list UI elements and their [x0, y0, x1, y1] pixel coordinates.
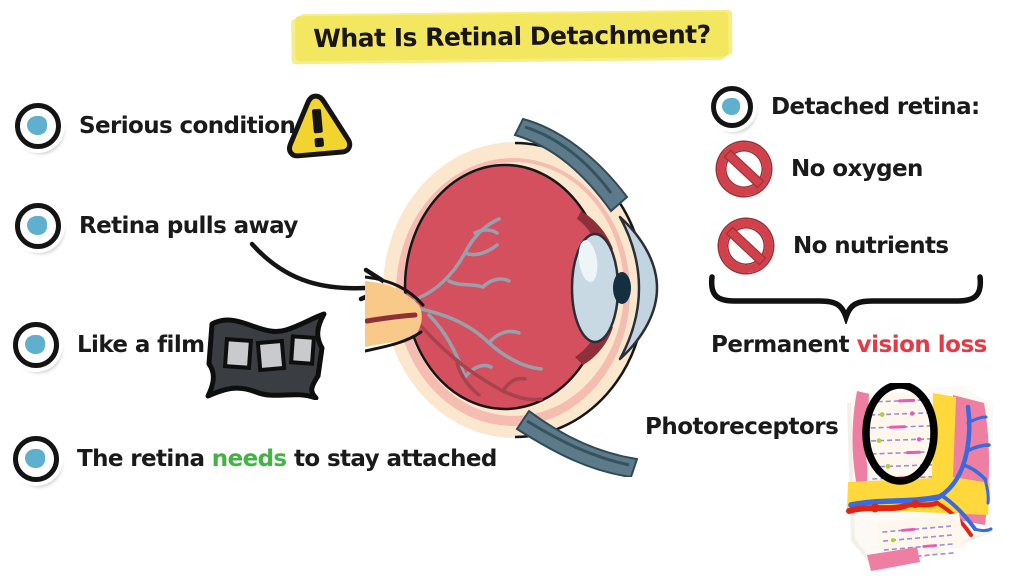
no-symbol-icon — [718, 218, 774, 274]
eye-icon — [15, 103, 61, 149]
bullet-label: Retina pulls away — [79, 213, 298, 239]
no-symbol-slash — [725, 151, 763, 187]
pupil — [613, 272, 631, 304]
eye-iris — [25, 335, 45, 354]
eye-muscles — [513, 117, 639, 477]
title-text: What Is Retinal Detachment? — [313, 19, 711, 54]
eye-iris — [722, 98, 740, 115]
eye-iris — [27, 216, 47, 235]
photoreceptors-caption: Photoreceptors — [645, 414, 839, 440]
bullet-like-a-film: Like a film — [13, 322, 205, 368]
bullet-serious-condition: Serious condition — [15, 103, 296, 149]
film-strip-icon — [205, 311, 327, 400]
bullet-retina-pulls-away: Retina pulls away — [15, 203, 298, 249]
consequence-text: Permanent vision loss — [711, 332, 987, 358]
bullet-stay-attached: The retina needs to stay attached — [13, 436, 497, 482]
vessel-tree-blue — [848, 404, 993, 532]
warning-triangle-icon — [287, 93, 353, 159]
restriction-label: No oxygen — [791, 156, 923, 182]
eye-icon — [13, 436, 59, 482]
emphasis-vision-loss: vision loss — [856, 332, 988, 358]
emphasis-needs: needs — [211, 446, 287, 472]
no-symbol-icon — [716, 141, 772, 197]
restriction-no-oxygen: No oxygen — [716, 141, 923, 197]
restriction-label: No nutrients — [793, 233, 949, 259]
magnifier-ring — [862, 383, 938, 485]
eye-iris — [27, 116, 47, 135]
bullet-label: The retina needs to stay attached — [77, 446, 497, 472]
title-banner: What Is Retinal Detachment? — [295, 11, 729, 62]
retina-layers-illustration — [846, 383, 993, 572]
lens — [570, 232, 620, 344]
eye-icon — [15, 203, 61, 249]
no-symbol-slash — [727, 228, 765, 264]
eye-icon — [711, 86, 753, 128]
cornea — [618, 215, 659, 361]
retinal-vessels — [409, 217, 543, 379]
optic-nerve — [365, 275, 425, 353]
heading-label: Detached retina: — [771, 94, 980, 120]
eye-cross-section-illustration — [365, 117, 659, 477]
eye-icon — [13, 322, 59, 368]
heading-detached-retina: Detached retina: — [711, 86, 980, 128]
eye-iris — [25, 449, 45, 468]
bullet-label: Serious condition — [79, 113, 296, 139]
restriction-no-nutrients: No nutrients — [718, 218, 949, 274]
bullet-label: Like a film — [77, 332, 205, 358]
curly-brace-icon — [708, 274, 984, 324]
